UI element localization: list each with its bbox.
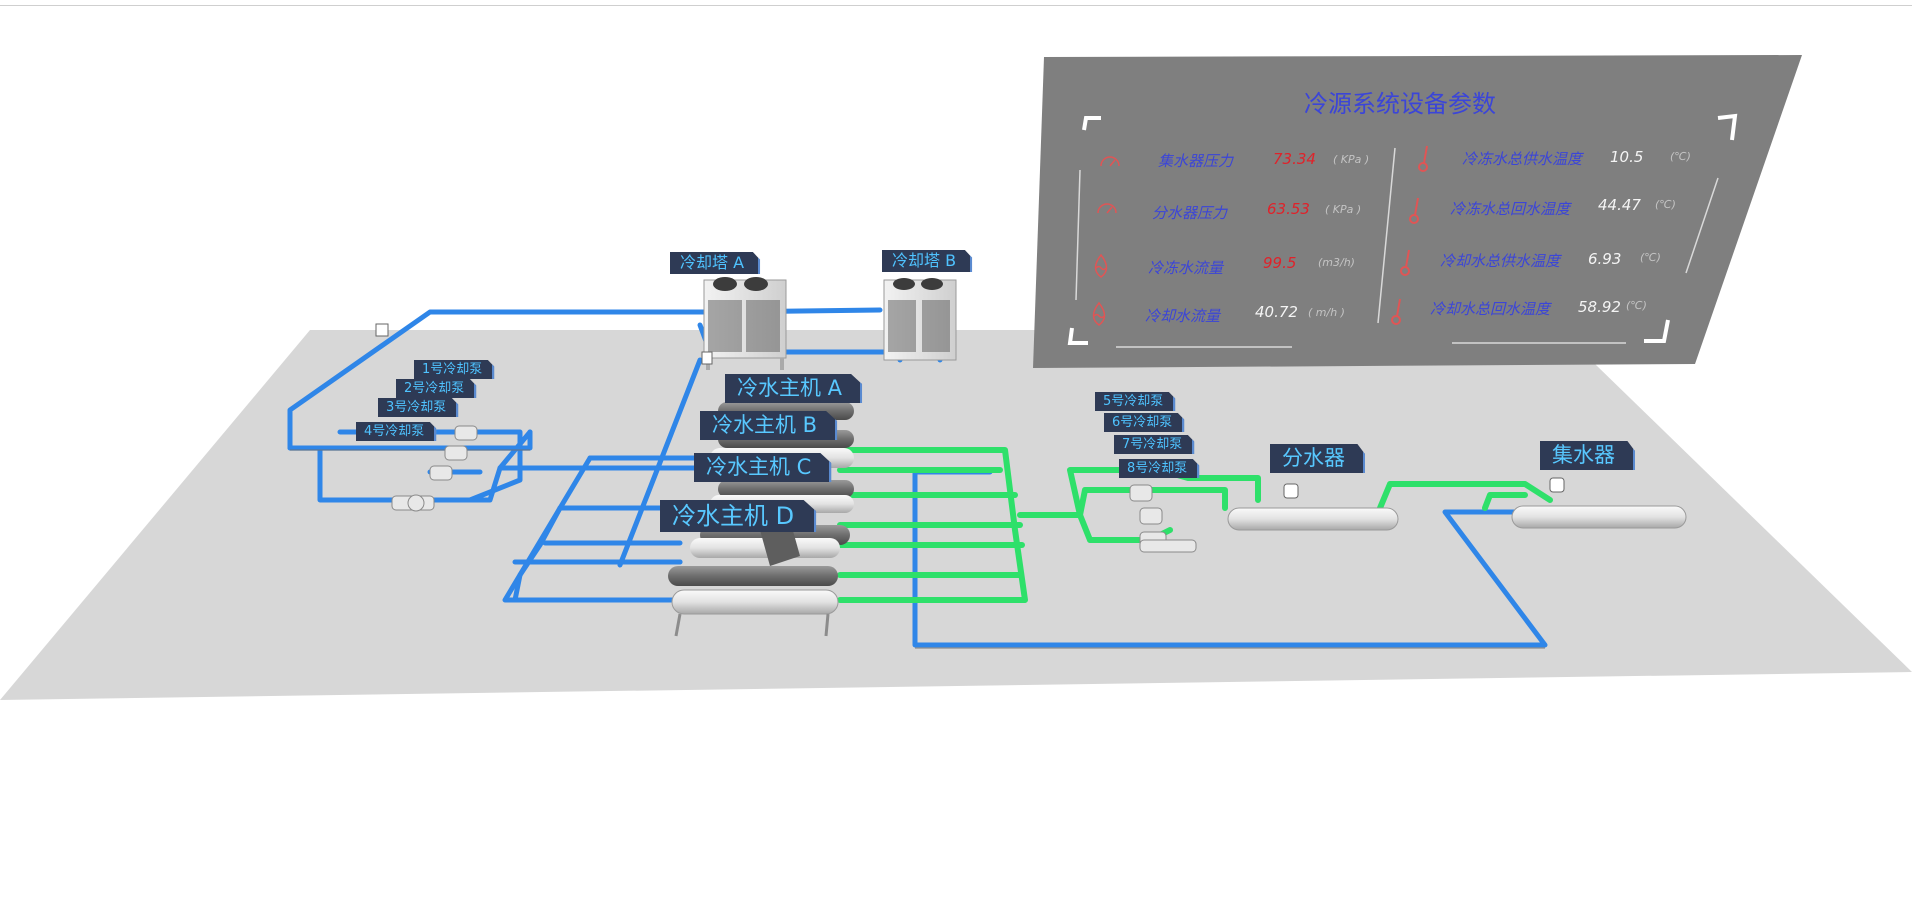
label-pump-1[interactable]: 1号冷却泵 <box>414 360 495 379</box>
thermometer-icon <box>1409 197 1419 224</box>
label-pump-3[interactable]: 3号冷却泵 <box>378 398 459 417</box>
param-label-chilled-supply-temp: 冷冻水总供水温度 <box>1462 150 1583 168</box>
cooling-tower-a[interactable] <box>703 277 787 370</box>
gauge-icon <box>1097 203 1117 214</box>
cooling-pumps-left[interactable] <box>391 425 478 512</box>
param-unit-cooling-supply-temp: (℃) <box>1640 251 1661 264</box>
param-label-cooling-flow: 冷却水流量 <box>1145 307 1221 325</box>
param-value-cooling-supply-temp: 6.93 <box>1588 250 1622 268</box>
flow-icon <box>1092 301 1106 326</box>
panel-title: 冷源系统设备参数 <box>1304 90 1496 118</box>
gauge-icon <box>1100 156 1120 167</box>
label-pump-6[interactable]: 6号冷却泵 <box>1104 413 1185 432</box>
panel-corner-brackets <box>1067 113 1738 345</box>
top-divider <box>0 5 1912 6</box>
flow-icon <box>1094 253 1108 278</box>
label-cooling-tower-b[interactable]: 冷却塔 B <box>882 250 973 272</box>
param-unit-cooling-flow: ( m/h ) <box>1308 306 1345 319</box>
parameter-panel-bg <box>1033 55 1802 368</box>
param-label-chilled-flow: 冷冻水流量 <box>1148 259 1224 277</box>
cooling-pumps-right[interactable] <box>1129 484 1197 553</box>
water-collector-tank[interactable] <box>1511 477 1687 529</box>
param-unit-chilled-supply-temp: (℃) <box>1670 150 1691 163</box>
water-distributor-tank[interactable] <box>1227 483 1399 531</box>
panel-divider-lines <box>1075 147 1719 348</box>
label-chiller-b[interactable]: 冷水主机 B <box>700 411 838 440</box>
param-label-chilled-return-temp: 冷冻水总回水温度 <box>1450 200 1571 218</box>
label-pump-7[interactable]: 7号冷却泵 <box>1114 435 1195 454</box>
param-value-chilled-flow: 99.5 <box>1263 254 1297 272</box>
pipe-shading <box>290 449 1545 649</box>
label-pump-5[interactable]: 5号冷却泵 <box>1095 392 1176 411</box>
label-chiller-c[interactable]: 冷水主机 C <box>694 453 832 482</box>
label-cooling-tower-a[interactable]: 冷却塔 A <box>670 252 761 274</box>
param-unit-collector-pressure: ( KPa ) <box>1333 153 1370 166</box>
label-pump-2[interactable]: 2号冷却泵 <box>396 379 477 398</box>
label-chiller-d[interactable]: 冷水主机 D <box>660 500 817 532</box>
thermometer-icon <box>1418 145 1428 172</box>
param-label-cooling-supply-temp: 冷却水总供水温度 <box>1440 252 1561 270</box>
label-water-collector[interactable]: 集水器 <box>1540 441 1635 470</box>
param-unit-distributor-pressure: ( KPa ) <box>1325 203 1362 216</box>
label-pump-4[interactable]: 4号冷却泵 <box>356 422 437 441</box>
floor-plane <box>0 330 1912 700</box>
param-value-cooling-flow: 40.72 <box>1255 303 1298 321</box>
param-unit-chilled-flow: (m3/h) <box>1318 256 1355 269</box>
label-water-distributor[interactable]: 分水器 <box>1270 444 1365 473</box>
label-chiller-a[interactable]: 冷水主机 A <box>725 374 863 403</box>
param-value-collector-pressure: 73.34 <box>1273 150 1316 168</box>
gauge-marker <box>375 323 713 365</box>
param-value-chilled-return-temp: 44.47 <box>1598 196 1641 214</box>
param-value-chilled-supply-temp: 10.5 <box>1610 148 1644 166</box>
param-unit-chilled-return-temp: (℃) <box>1655 198 1676 211</box>
param-label-distributor-pressure: 分水器压力 <box>1152 204 1228 222</box>
param-value-distributor-pressure: 63.53 <box>1267 200 1310 218</box>
cooling-tower-b[interactable] <box>883 278 957 361</box>
thermometer-icon <box>1400 249 1410 276</box>
param-label-cooling-return-temp: 冷却水总回水温度 <box>1430 300 1551 318</box>
param-value-cooling-return-temp: 58.92 <box>1578 298 1621 316</box>
label-pump-8[interactable]: 8号冷却泵 <box>1119 459 1200 478</box>
param-label-collector-pressure: 集水器压力 <box>1158 152 1234 170</box>
param-unit-cooling-return-temp: (℃) <box>1626 299 1647 312</box>
thermometer-icon <box>1391 298 1401 325</box>
